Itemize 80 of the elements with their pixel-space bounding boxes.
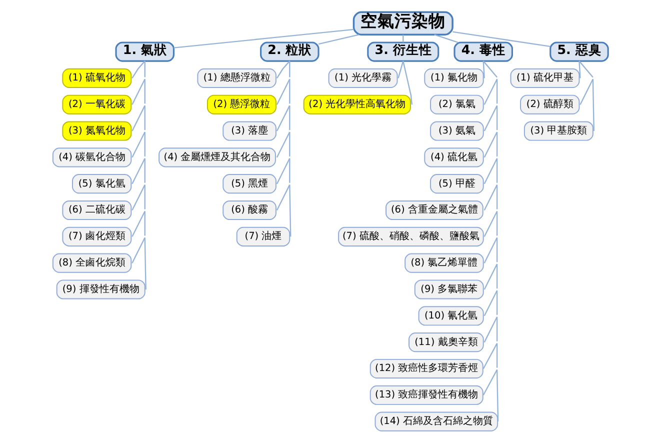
node-box: (4) 硫化氫 xyxy=(424,148,484,168)
node-box: (11) 戴奧辛類 xyxy=(408,332,484,352)
connector xyxy=(289,184,292,237)
node-box: (8) 全鹵化烷類 xyxy=(52,253,132,273)
node-box: 空氣污染物 xyxy=(352,11,454,36)
connector xyxy=(132,79,146,132)
connector xyxy=(578,61,581,78)
node-box: (6) 酸霧 xyxy=(222,200,276,220)
node-box: (5) 甲醛 xyxy=(430,174,484,194)
connector xyxy=(174,28,354,48)
connector xyxy=(578,60,594,105)
connector xyxy=(484,211,498,264)
node-box: (1) 氟化物 xyxy=(424,68,484,88)
node-box: (1) 硫化甲基 xyxy=(510,68,580,88)
node-box: 1. 氣狀 xyxy=(115,42,175,62)
connector xyxy=(398,60,404,78)
node-box: (2) 氯氣 xyxy=(430,94,484,114)
connector xyxy=(484,132,498,184)
connector xyxy=(132,132,146,184)
connector xyxy=(484,290,498,343)
connector xyxy=(482,61,485,78)
connector xyxy=(482,60,498,105)
node-box: (3) 甲基胺類 xyxy=(524,121,594,141)
node-box: (3) 落塵 xyxy=(222,121,276,141)
connector xyxy=(132,106,146,158)
node-box: (12) 致癌性多環芳香烴 xyxy=(370,358,484,379)
connector xyxy=(434,34,458,43)
connector xyxy=(144,238,146,290)
connector xyxy=(484,106,498,158)
node-box: (4) 金屬燻煙及其化合物 xyxy=(158,148,276,168)
node-box: (13) 致癌揮發性有機物 xyxy=(370,385,484,405)
connector xyxy=(402,60,413,105)
node-box: 5. 惡臭 xyxy=(550,42,609,62)
connector xyxy=(484,184,498,237)
node-box: (4) 碳氫化合物 xyxy=(52,148,132,168)
node-box: (1) 硫氧化物 xyxy=(62,68,132,88)
node-box: (2) 光化學性高氧化物 xyxy=(303,94,411,114)
node-box: (7) 硫酸、硝酸、磷酸、鹽酸氣 xyxy=(338,226,484,246)
connector xyxy=(276,61,290,105)
node-box: (2) 一氧化碳 xyxy=(62,94,132,114)
connector xyxy=(132,158,146,211)
connector xyxy=(132,61,146,105)
connector xyxy=(318,34,360,45)
node-box: (5) 黑煙 xyxy=(222,174,276,194)
node-box: 4. 毒性 xyxy=(454,42,513,62)
node-box: (9) 多氯聯苯 xyxy=(414,280,484,300)
connector xyxy=(484,79,498,132)
connector xyxy=(484,264,498,316)
node-box: 2. 粒狀 xyxy=(260,42,320,62)
node-box: (5) 氯化氫 xyxy=(72,174,132,194)
connector xyxy=(452,31,550,47)
node-box: (10) 氰化氫 xyxy=(418,306,484,326)
node-box: (6) 含重金屬之氣體 xyxy=(386,200,484,220)
connector xyxy=(276,158,290,211)
node-box: (7) 鹵化烴類 xyxy=(62,226,132,246)
node-box: (3) 氨氣 xyxy=(430,121,484,141)
node-box: (8) 氯乙烯單體 xyxy=(404,253,484,273)
connector xyxy=(132,211,146,264)
node-box: (9) 揮發性有機物 xyxy=(56,280,146,300)
connector xyxy=(276,106,290,158)
node-box: (6) 二硫化碳 xyxy=(62,200,132,220)
connector xyxy=(484,238,498,290)
connector xyxy=(482,343,498,396)
node-box: (2) 懸浮微粒 xyxy=(206,94,276,114)
node-box: (7) 油煙 xyxy=(236,226,290,246)
connector xyxy=(592,79,594,132)
node-box: (2) 硫醇類 xyxy=(520,94,580,114)
connector xyxy=(496,370,499,422)
connector xyxy=(276,60,290,78)
connector xyxy=(132,60,146,78)
connector xyxy=(482,316,498,369)
connector xyxy=(276,132,290,184)
node-box: (1) 光化學霧 xyxy=(328,68,398,88)
node-box: 3. 衍生性 xyxy=(367,42,440,62)
connector xyxy=(276,79,290,132)
connector xyxy=(132,184,146,237)
connector xyxy=(484,158,498,211)
node-box: (1) 總懸浮微粒 xyxy=(197,68,276,88)
node-box: (3) 氮氧化物 xyxy=(62,121,132,141)
node-box: (14) 石綿及含石綿之物質 xyxy=(374,412,498,432)
